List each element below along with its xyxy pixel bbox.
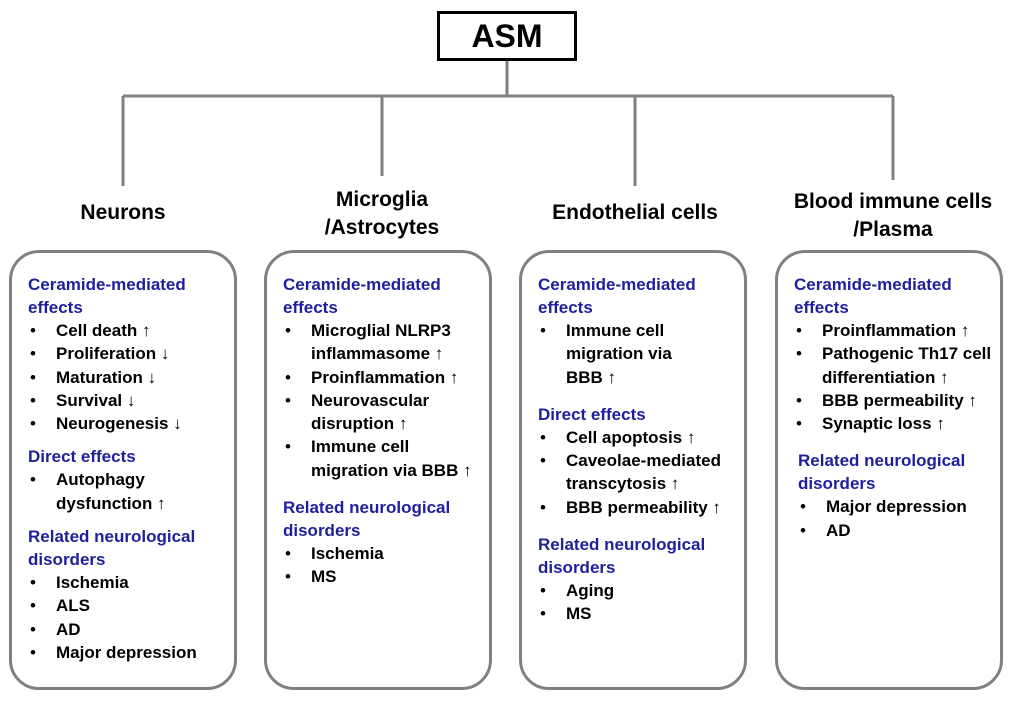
column-title-line: /Plasma: [853, 218, 933, 241]
section-heading: Direct effects: [538, 404, 646, 424]
list-item: MS: [538, 602, 736, 626]
section-disorders: Related neurological disorders Major dep…: [794, 449, 992, 542]
list-item: Neurovascular disruption ↑: [283, 389, 481, 436]
list-item: BBB permeability ↑: [538, 496, 736, 520]
section-direct: Direct effects Cell apoptosis ↑ Caveolae…: [538, 403, 736, 519]
list-item: Microglial NLRP3 inflammasome ↑: [283, 319, 481, 366]
item-list: Proinflammation ↑ Pathogenic Th17 cell d…: [794, 319, 992, 436]
list-item: Survival ↓: [28, 389, 226, 413]
section-heading: Related neurological disorders: [28, 527, 196, 570]
item-list: Major depression AD: [798, 495, 992, 542]
panel-endothelial: Ceramide-mediated effects Immune cell mi…: [519, 250, 747, 690]
column-title-neurons: Neurons: [23, 199, 223, 227]
list-item: Aging: [538, 579, 736, 603]
list-item: MS: [283, 565, 481, 589]
column-title-microglia: Microglia /Astrocytes: [272, 186, 492, 242]
section-heading: Ceramide-mediated effects: [794, 275, 952, 317]
column-title-blood: Blood immune cells /Plasma: [773, 188, 1013, 244]
list-item: Major depression: [28, 641, 226, 665]
section-disorders: Related neurological disorders Ischemia …: [28, 525, 226, 664]
list-item: Neurogenesis ↓: [28, 412, 226, 436]
section-ceramide: Ceramide-mediated effects Immune cell mi…: [538, 273, 736, 389]
panel-microglia: Ceramide-mediated effects Microglial NLR…: [264, 250, 492, 690]
section-direct: Direct effects Autophagy dysfunction ↑: [28, 445, 226, 515]
item-list: Cell apoptosis ↑ Caveolae-mediated trans…: [538, 426, 736, 519]
list-item: AD: [28, 618, 226, 642]
root-label: ASM: [471, 17, 543, 54]
list-item: BBB permeability ↑: [794, 389, 992, 413]
column-title-endothelial: Endothelial cells: [525, 199, 745, 227]
list-item: Synaptic loss ↑: [794, 412, 992, 436]
list-item: Immune cell migration via BBB ↑: [283, 435, 481, 482]
list-item: Cell apoptosis ↑: [538, 426, 736, 450]
list-item: ALS: [28, 594, 226, 618]
column-title-line: Endothelial cells: [552, 201, 718, 224]
section-ceramide: Ceramide-mediated effects Proinflammatio…: [794, 273, 992, 436]
list-item: Major depression: [798, 495, 992, 519]
list-item: Ischemia: [283, 542, 481, 566]
section-heading: Ceramide-mediated effects: [283, 275, 441, 317]
item-list: Cell death ↑ Proliferation ↓ Maturation …: [28, 319, 226, 436]
item-list: Immune cell migration via BBB ↑: [538, 319, 736, 389]
list-item: Proinflammation ↑: [283, 366, 481, 390]
section-heading: Related neurological disorders: [283, 498, 451, 541]
list-item: Autophagy dysfunction ↑: [28, 468, 226, 515]
list-item: AD: [798, 519, 992, 543]
section-heading: Ceramide-mediated effects: [28, 275, 186, 317]
item-list: Microglial NLRP3 inflammasome ↑ Proinfla…: [283, 319, 481, 482]
item-list: Ischemia ALS AD Major depression: [28, 571, 226, 664]
section-heading: Related neurological disorders: [538, 535, 706, 578]
root-node-asm: ASM: [437, 11, 577, 61]
section-heading: Ceramide-mediated effects: [538, 275, 696, 317]
column-title-line: Blood immune cells: [793, 190, 993, 213]
section-ceramide: Ceramide-mediated effects Cell death ↑ P…: [28, 273, 226, 436]
section-heading: Direct effects: [28, 447, 136, 467]
panel-neurons: Ceramide-mediated effects Cell death ↑ P…: [9, 250, 237, 690]
list-item: Proliferation ↓: [28, 342, 226, 366]
list-item: Caveolae-mediated transcytosis ↑: [538, 449, 736, 496]
list-item: Ischemia: [28, 571, 226, 595]
item-list: Aging MS: [538, 579, 736, 626]
item-list: Ischemia MS: [283, 542, 481, 589]
list-item: Pathogenic Th17 cell differentiation ↑: [794, 342, 992, 389]
list-item: Immune cell migration via BBB ↑: [538, 319, 736, 389]
section-heading: Related neurological disorders: [798, 451, 966, 494]
list-item: Proinflammation ↑: [794, 319, 992, 343]
section-disorders: Related neurological disorders Ischemia …: [283, 496, 481, 589]
list-item: Maturation ↓: [28, 366, 226, 390]
list-item: Cell death ↑: [28, 319, 226, 343]
section-disorders: Related neurological disorders Aging MS: [538, 533, 736, 626]
item-list: Autophagy dysfunction ↑: [28, 468, 226, 515]
column-title-line: Neurons: [80, 201, 166, 224]
section-ceramide: Ceramide-mediated effects Microglial NLR…: [283, 273, 481, 482]
column-title-line: /Astrocytes: [324, 216, 440, 239]
panel-blood: Ceramide-mediated effects Proinflammatio…: [775, 250, 1003, 690]
column-title-line: Microglia: [335, 188, 429, 211]
